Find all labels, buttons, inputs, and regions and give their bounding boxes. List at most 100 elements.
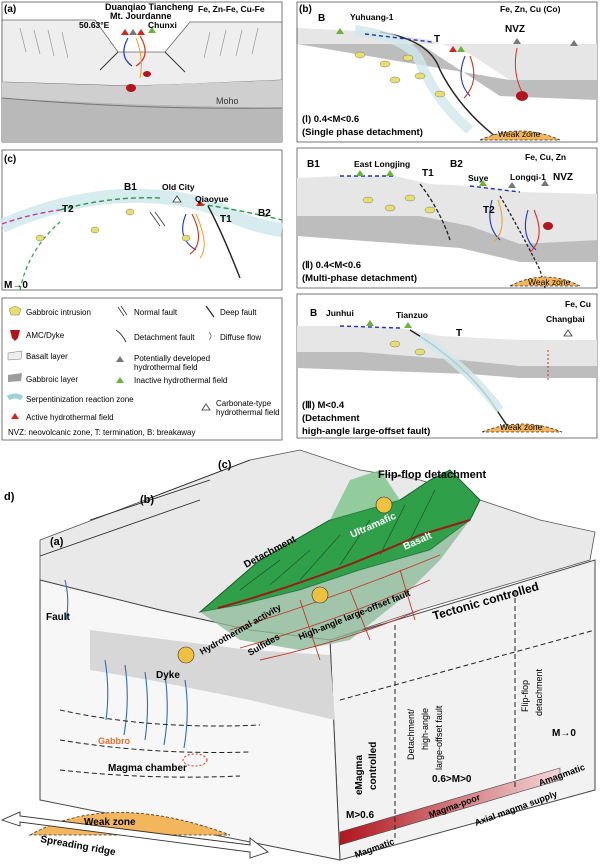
legend-gabbrolayer: Gabbroic layer (26, 375, 78, 384)
panel-b1-caption1: (Ⅰ) 0.4<M<0.6 (302, 114, 359, 125)
panel-a-mount: Mt. Jourdanne (110, 11, 172, 21)
panel-d-det1: Detachment/ (406, 708, 416, 760)
carbonate-field-icon (201, 403, 211, 411)
panel-b3-caption1: (Ⅲ) M<0.4 (302, 400, 345, 411)
panel-d-det3: large-offset fault (434, 705, 444, 770)
amc-icon (10, 330, 20, 341)
legend-carb2: hydrothermal field (216, 408, 280, 417)
panel-c-qiaoyue: Qiaoyue (195, 194, 229, 204)
panel-d-det2: high-angle (420, 708, 430, 750)
legend-gabbro: Gabbroic intrusion (26, 308, 91, 317)
panel-d-ridge: Spreading ridge (39, 834, 116, 858)
panel-c-m: M→0 (4, 280, 28, 291)
panel-b2: Fe, Cu, Zn B1 East Longjing T1 B2 Suye L… (296, 147, 598, 289)
panel-c-B1: B1 (124, 182, 137, 193)
panel-d-flipflop: Flip-flop detachment (378, 469, 487, 481)
panel-c-T2: T2 (62, 204, 74, 215)
panel-b1-nvz: NVZ (505, 24, 525, 35)
panel-d-fault: Fault (46, 612, 71, 623)
panel-b2-caption1: (Ⅱ) 0.4<M<0.6 (302, 260, 361, 271)
panel-a-letter: (a) (4, 4, 16, 15)
gabbro-icon (8, 305, 22, 316)
legend-detach: Detachment fault (134, 333, 195, 342)
legend-amc: AMC/Dyke (26, 331, 65, 340)
gabbro-layer-icon (8, 373, 22, 382)
panel-b3-caption3: high-angle large-offset fault) (302, 426, 430, 437)
panel-b1-caption2: (Single phase detachment) (302, 127, 423, 138)
panel-b3-T: T (456, 328, 462, 339)
panel-b3-B: B (310, 308, 317, 319)
panel-a-moho: Moho (216, 96, 239, 106)
detachment-icon (115, 329, 127, 343)
basalt-icon (7, 350, 23, 361)
legend-active: Active hydrothermal field (26, 413, 114, 422)
panel-d-m2: 0.6>M>0 (432, 774, 472, 785)
panel-b1: (b) Fe, Zn, Cu (Co) B Yuhuang-1 T NVZ We… (296, 1, 598, 143)
panel-b2-weak: Weak zone (528, 277, 571, 287)
panel-d-b: (b) (140, 494, 154, 506)
legend-inactive: Inactive hydrothermal field (134, 376, 227, 385)
legend-carb1: Carbonate-type (216, 399, 272, 408)
panel-d-c: (c) (218, 459, 232, 471)
panel-a-coord: 50.63°E (79, 20, 110, 30)
panel-c-B2: B2 (258, 208, 271, 219)
panel-d-weak: Weak zone (84, 817, 136, 828)
panel-b2-caption2: (Multi-phase detachment) (302, 273, 417, 284)
panel-d-a: (a) (50, 536, 64, 548)
panel-d-emagma1: eMagma (354, 755, 365, 795)
panel-b2-B1: B1 (307, 159, 320, 170)
panel-d-gabbro: Gabbro (98, 736, 131, 746)
diffuse-flow-icon (208, 331, 212, 341)
deep-fault-icon (205, 305, 215, 318)
panel-d-letter: d) (4, 491, 15, 503)
potential-field-icon (116, 356, 124, 362)
panel-d-emagma2: controlled (368, 742, 379, 790)
panel-d-m3: M→0 (552, 728, 576, 739)
panel-b3-changbai: Changbai (546, 314, 585, 324)
panel-b2-B2: B2 (450, 159, 463, 170)
panel-b1-B: B (318, 13, 325, 24)
legend: Gabbroic intrusion Normal fault Deep fau… (1, 297, 283, 441)
legend-normal: Normal fault (134, 308, 178, 317)
panel-b-letter: (b) (299, 4, 312, 15)
serpentinization-icon (6, 393, 24, 401)
normal-fault-icon (117, 305, 128, 317)
panel-b2-east: East Longjing (354, 159, 410, 169)
panel-b3: Fe, Cu B Junhui Tianzuo T Changbai Weak … (296, 293, 598, 439)
panel-b3-tianzuo: Tianzuo (396, 310, 428, 320)
legend-deep: Deep fault (220, 308, 257, 317)
panel-a-vents: Duanqiao Tiancheng (105, 2, 193, 12)
panel-b2-longqi: Longqi-1 (510, 172, 546, 182)
legend-potential2: hydrothermal field (134, 363, 198, 372)
panel-a: (a) Duanqiao Tiancheng Mt. Jourdanne 50.… (1, 1, 283, 143)
panel-b3-junhui: Junhui (326, 308, 354, 318)
legend-abbr: NVZ: neovolcanic zone, T: termination, B… (8, 428, 196, 437)
panel-c-letter: (c) (4, 154, 16, 165)
panel-b3-caption2: (Detachment (302, 413, 360, 424)
legend-basalt: Basalt layer (26, 352, 68, 361)
panel-d-flip1: Flip-flop (520, 680, 530, 712)
legend-serp: Serpentinization reaction zone (26, 395, 134, 404)
panel-d-chamber: Magma chamber (108, 763, 187, 774)
panel-b1-site: Yuhuang-1 (350, 12, 394, 22)
panel-a-metals: Fe, Zn-Fe, Cu-Fe (198, 4, 265, 14)
panel-b2-metals: Fe, Cu, Zn (525, 152, 566, 162)
panel-c: (c) T2 B1 Old City Qiaoyue T1 B2 M→0 (0, 149, 283, 291)
panel-b1-T: T (434, 34, 440, 45)
panel-b2-suye: Suye (468, 173, 489, 183)
legend-potential1: Potentially developed (134, 354, 210, 363)
panel-c-old: Old City (162, 182, 195, 192)
panel-b2-T2: T2 (483, 205, 495, 216)
panel-b2-nvz: NVZ (553, 172, 573, 183)
legend-diffuse: Diffuse flow (220, 333, 261, 342)
panel-b1-metals: Fe, Zn, Cu (Co) (500, 4, 561, 14)
panel-d-flip2: detachment (534, 668, 544, 716)
panel-d-dyke: Dyke (156, 670, 180, 681)
panel-d: d) (a) (b) (c) Flip-flop detachment Ultr… (0, 449, 596, 861)
active-field-icon (11, 413, 19, 419)
panel-d-m1: M>0.6 (346, 810, 375, 821)
panel-b3-weak: Weak zone (500, 422, 543, 432)
panel-c-T1: T1 (220, 214, 232, 225)
panel-a-chunxi: Chunxi (148, 20, 177, 30)
